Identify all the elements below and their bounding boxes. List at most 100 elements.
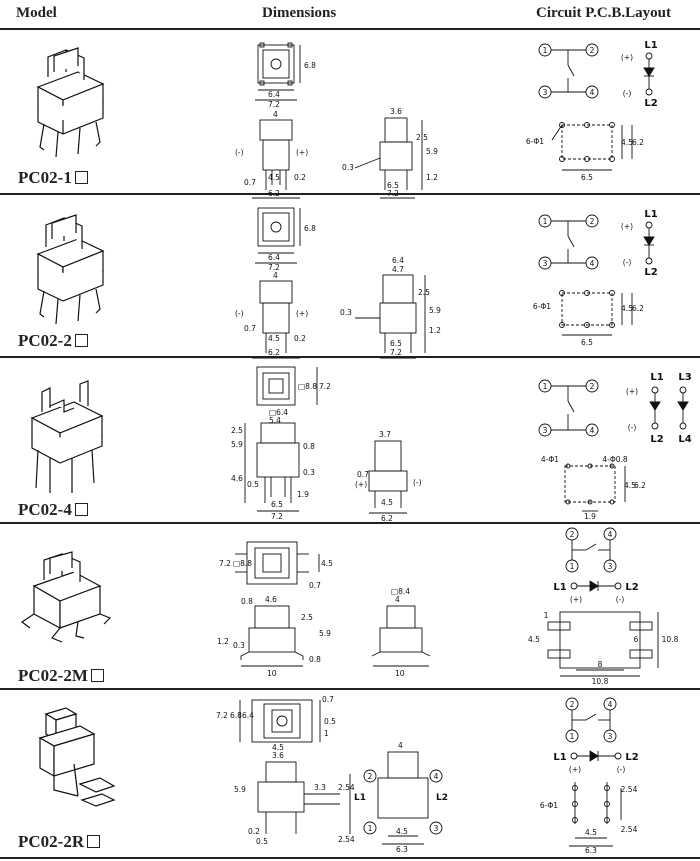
dim-label: 6.4: [268, 90, 280, 99]
pin-label: 2: [570, 700, 575, 709]
dim-label: □8.4: [391, 587, 410, 596]
dim-label: 6.8: [230, 711, 242, 720]
pin-label: 4: [608, 530, 613, 539]
dim-label: 6.8: [304, 224, 316, 233]
dim-label: 0.3: [342, 163, 354, 172]
dim-label: 4: [273, 271, 278, 280]
dim-label: 0.2: [294, 334, 306, 343]
dim-label: 5.9: [319, 629, 331, 638]
dim-label: 7.2: [268, 263, 280, 272]
led-label: L1: [553, 582, 566, 593]
model-row-pc02-4: PC02-4 □8.8 7.2 □6.4 5.4 2.5 5.9 4.6: [0, 358, 700, 523]
pin-label: 1: [570, 562, 575, 571]
polarity-label: (-): [623, 89, 632, 98]
model-row-pc02-2: PC02-2 6.8 6.4 7.2 4 (-) (+) 0.7: [0, 195, 700, 359]
polarity-label: (+): [621, 53, 633, 62]
dim-label: 6: [634, 635, 639, 644]
dim-label: 4.5: [381, 498, 393, 507]
dim-label: 4.5: [621, 304, 633, 313]
dim-label: 0.3: [233, 641, 245, 650]
dim-label: 7.2: [271, 512, 283, 521]
dim-label: (-): [413, 478, 422, 487]
pin-label: 2: [590, 217, 595, 226]
dim-label: 6.5: [390, 339, 402, 348]
dim-label: 3.6: [272, 751, 284, 760]
dim-label: 0.3: [303, 468, 315, 477]
pin-label: 3: [543, 426, 548, 435]
dim-label: (+): [296, 148, 308, 157]
pin-label: 3: [608, 732, 613, 741]
dim-label: 7.2: [390, 348, 402, 357]
dim-label: 0.7: [309, 581, 321, 590]
dim-label: □6.4: [269, 408, 288, 417]
pin-label: 2: [368, 772, 373, 781]
dim-label: 5.9: [426, 147, 438, 156]
led-label: L1: [553, 752, 566, 763]
dim-label: 5.4: [269, 416, 281, 425]
led-label: L1: [650, 372, 663, 383]
dimension-drawing: 6.8 6.4 7.2 4 (-) (+) 4.5 0.7 0.2 6.2 3.…: [235, 42, 438, 199]
dim-label: 0.2: [248, 827, 260, 836]
dim-label: 4.6: [231, 474, 243, 483]
led-label: L1: [354, 793, 366, 803]
dim-label: 5.9: [429, 306, 441, 315]
header-model: Model: [16, 5, 57, 21]
dim-label: 6.2: [632, 138, 644, 147]
led-label: L2: [650, 434, 663, 445]
dim-label: 6.8: [304, 61, 316, 70]
dim-label: 0.8: [309, 655, 321, 664]
circuit-pcb-layout: 2 4 1 3 (+) (-) 6-Φ1 2.54 4.5 6.3 2.54 L…: [540, 697, 639, 855]
dim-label: 7.2: [219, 559, 231, 568]
dim-label: 3.7: [379, 430, 391, 439]
model-row-pc02-1: PC02-1 6.8 6.4 7.2 4 (-): [0, 30, 700, 199]
dim-label: 0.5: [256, 837, 268, 846]
dim-label: 1.2: [217, 637, 229, 646]
row-divider: [0, 522, 700, 524]
dim-label: 5.9: [231, 440, 243, 449]
dim-label: 4: [398, 741, 403, 750]
dimension-drawing: □8.8 7.2 □6.4 5.4 2.5 5.9 4.6 0.8 0.3 0.…: [231, 366, 422, 523]
led-label: L2: [625, 582, 638, 593]
dim-label: 4.5: [585, 828, 597, 837]
polarity-label: (-): [617, 765, 626, 774]
led-label: L2: [436, 793, 448, 803]
dim-label: 4.6: [265, 595, 277, 604]
dimension-drawing: 7.2 6.8 6.4 0.7 0.5 1 4.5 3.6 5.9 3.3 2.…: [216, 695, 448, 854]
table-header: Model Dimensions Circuit P.C.B.Layout: [0, 0, 700, 28]
dimension-drawing: □8.8 7.2 0.7 4.5 4.6 0.8 2.5 5.9 1.2 0.3…: [217, 541, 431, 678]
dim-label: 2.54: [338, 835, 355, 844]
dim-label: 7.2: [387, 189, 399, 198]
dim-label: 5.9: [234, 785, 246, 794]
dim-label: 6.3: [396, 845, 408, 854]
dim-label: 4.5: [624, 481, 636, 490]
dim-label: 4: [395, 595, 400, 604]
dim-label: 0.5: [324, 717, 336, 726]
dim-label: 4.7: [392, 265, 404, 274]
dim-label: 0.5: [247, 480, 259, 489]
dim-label: 10.8: [662, 635, 679, 644]
dim-label: 1.2: [426, 173, 438, 182]
pin-label: 3: [434, 824, 439, 833]
dim-label: 1: [544, 611, 549, 620]
dim-label: 1: [324, 729, 329, 738]
dim-label: 6.2: [268, 348, 280, 357]
dim-label: 2.54: [621, 825, 638, 834]
polarity-label: (+): [621, 222, 633, 231]
dim-label: 4.5: [272, 743, 284, 752]
pin-label: 2: [590, 382, 595, 391]
dim-label: 2.5: [301, 613, 313, 622]
dim-label: 2.5: [418, 288, 430, 297]
dim-label: 2.54: [338, 783, 355, 792]
pin-label: 2: [570, 530, 575, 539]
dim-label: 7.2: [216, 711, 228, 720]
dim-label: 1.2: [429, 326, 441, 335]
dim-label: 2.54: [621, 785, 638, 794]
model-row-pc02-2m: PC02-2M □8.8 7.2 0.7 4.5 4.6 0.8 2.5: [0, 524, 700, 687]
polarity-label: (+): [570, 595, 582, 604]
polarity-label: (+): [569, 765, 581, 774]
dim-label: 0.7: [244, 324, 256, 333]
dim-label: 3.3: [314, 783, 326, 792]
dim-label: 6.5: [581, 338, 593, 347]
dim-label: 0.7: [357, 470, 369, 479]
dim-label: (+): [296, 309, 308, 318]
